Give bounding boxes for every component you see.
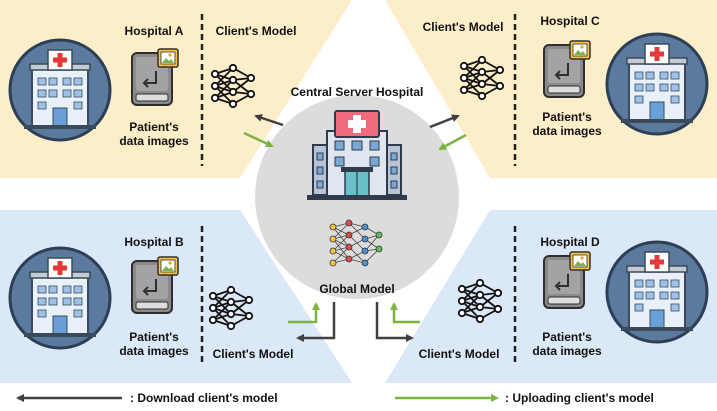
hospital-a-model-label: Client's Model bbox=[215, 24, 297, 38]
hospital-d-name: Hospital D bbox=[540, 235, 600, 249]
hospital-c-model-label: Client's Model bbox=[422, 20, 504, 34]
hospital-d-data-icon bbox=[543, 251, 591, 309]
hospital-d-data-label-line2: data images bbox=[532, 344, 602, 358]
hospital-a-data-label-line2: data images bbox=[119, 134, 189, 148]
legend-upload-label: : Uploading client's model bbox=[505, 391, 654, 405]
hospital-b-data-label-line1: Patient's bbox=[129, 330, 179, 344]
hospital-b-model-label: Client's Model bbox=[212, 347, 294, 361]
hospital-d-model-label: Client's Model bbox=[418, 347, 500, 361]
center-title: Central Server Hospital bbox=[290, 85, 424, 99]
hospital-a-name: Hospital A bbox=[124, 24, 184, 38]
download-arrow-a bbox=[254, 114, 284, 127]
hospital-c-data-label-line1: Patient's bbox=[542, 110, 592, 124]
hospital-a-data-label-line1: Patient's bbox=[129, 120, 179, 134]
panel-hospital-a bbox=[0, 0, 352, 178]
hospital-d-data-label-line1: Patient's bbox=[542, 330, 592, 344]
hospital-c-name: Hospital C bbox=[540, 14, 600, 28]
global-model-icon bbox=[329, 219, 383, 267]
download-arrow-d bbox=[375, 302, 414, 342]
hospital-c-data-icon bbox=[543, 40, 591, 98]
upload-arrow-c bbox=[438, 133, 467, 151]
upload-arrow-d bbox=[390, 302, 420, 324]
download-arrow-c bbox=[429, 114, 460, 129]
download-arrow-b bbox=[296, 302, 336, 342]
legend-download-label: : Download client's model bbox=[130, 391, 278, 405]
upload-arrow-b bbox=[288, 302, 320, 324]
hospital-b-data-icon bbox=[131, 256, 179, 314]
hospital-c-data-label-line2: data images bbox=[532, 124, 602, 138]
hospital-a-data-icon bbox=[131, 48, 179, 106]
central-hospital-icon bbox=[307, 110, 407, 200]
upload-arrow-a bbox=[243, 131, 274, 148]
hospital-b-name: Hospital B bbox=[124, 235, 184, 249]
global-model-label: Global Model bbox=[319, 282, 395, 296]
hospital-b-data-label-line2: data images bbox=[119, 344, 189, 358]
